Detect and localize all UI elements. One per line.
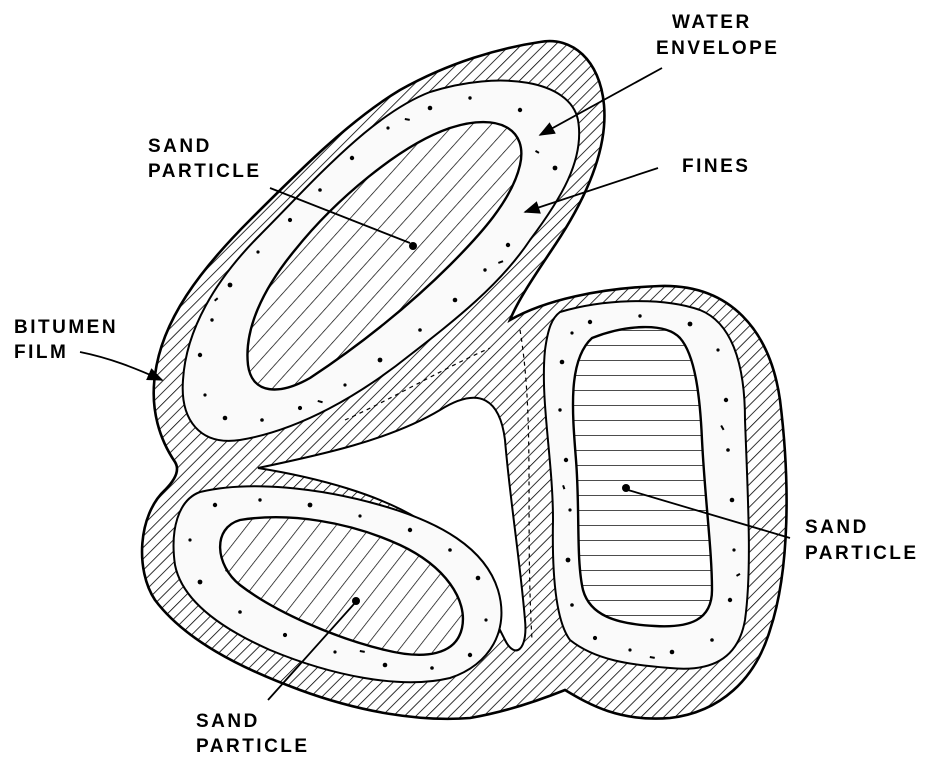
label-sand-particle-bottom: SAND PARTICLE xyxy=(196,711,310,757)
label-bitumen-line2: FILM xyxy=(14,342,68,363)
sand-grain-top-marker xyxy=(409,242,417,250)
label-sand-bottom-line2: PARTICLE xyxy=(196,736,310,757)
label-sand-bottom-line1: SAND xyxy=(196,711,260,732)
label-water-envelope-line2: ENVELOPE xyxy=(656,38,779,59)
label-water-envelope-line1: WATER xyxy=(672,12,752,33)
label-sand-right-line2: PARTICLE xyxy=(805,543,919,564)
label-sand-particle-right: SAND PARTICLE xyxy=(805,517,919,564)
label-bitumen-line1: BITUMEN xyxy=(14,317,118,338)
right-grain xyxy=(544,301,749,669)
label-sand-particle-top: SAND PARTICLE xyxy=(148,136,262,182)
label-bitumen-film: BITUMEN FILM xyxy=(14,317,118,363)
label-fines: FINES xyxy=(682,156,750,177)
label-sand-right-line1: SAND xyxy=(805,517,869,538)
label-sand-top-line2: PARTICLE xyxy=(148,161,262,182)
label-water-envelope: WATER ENVELOPE xyxy=(656,12,779,59)
label-sand-top-line1: SAND xyxy=(148,136,212,157)
sand-grain-right xyxy=(573,327,712,626)
leader-bitumen-film xyxy=(80,352,162,380)
